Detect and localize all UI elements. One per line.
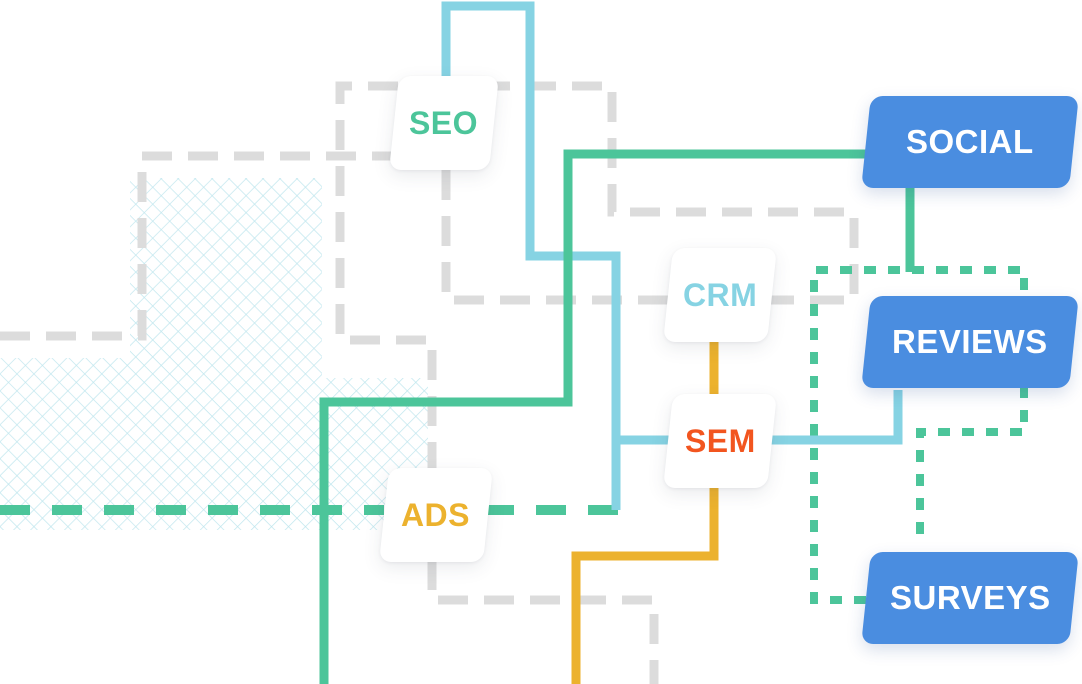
surveys-label: SURVEYS <box>889 579 1051 616</box>
cyan-route-seo <box>441 1 621 510</box>
reviews-label: REVIEWS <box>892 323 1048 360</box>
hatched-area <box>0 178 428 530</box>
reviews-box: REVIEWS <box>861 296 1079 388</box>
surveys-box: SURVEYS <box>861 552 1079 644</box>
ads-label: ADS <box>401 496 471 533</box>
social-label: SOCIAL <box>906 123 1034 160</box>
sem-tag: SEM <box>663 394 777 488</box>
crm-label: CRM <box>682 276 758 313</box>
seo-tag: SEO <box>389 76 499 170</box>
gray-route-4 <box>441 170 674 305</box>
cyan-route-sem <box>616 390 903 445</box>
ads-tag: ADS <box>379 468 493 562</box>
green-dotted-route-2 <box>916 386 1028 546</box>
gray-route-3 <box>480 81 859 305</box>
sem-label: SEM <box>684 422 756 459</box>
yellow-route-sem <box>571 488 719 684</box>
green-dotted-route-1 <box>810 266 1028 604</box>
social-box: SOCIAL <box>861 96 1079 188</box>
gray-route-6 <box>427 560 659 684</box>
seo-label: SEO <box>409 104 479 141</box>
gray-route-1 <box>0 151 398 341</box>
crm-tag: CRM <box>663 248 777 342</box>
green-route-social <box>319 149 870 684</box>
